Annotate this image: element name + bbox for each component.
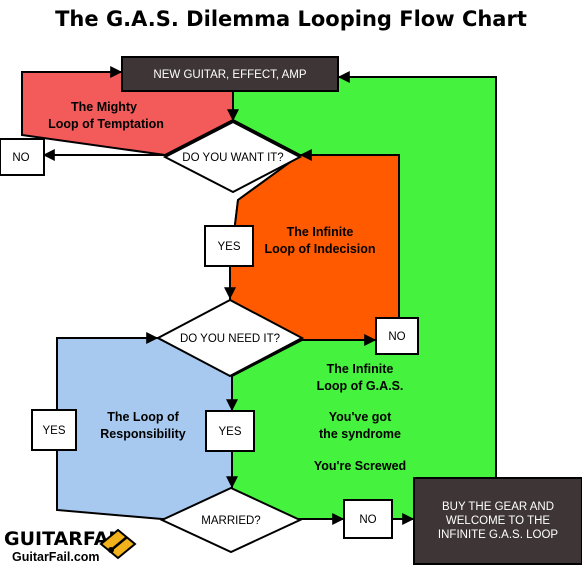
page-title: The G.A.S. Dilemma Looping Flow Chart [55,7,527,31]
want-decision-label: DO YOU WANT IT? [182,152,283,164]
responsibility-label-2: Responsibility [100,427,185,441]
married-decision [159,486,303,554]
gas-label-5: You're Screwed [314,459,406,473]
gas-label-3: You've got [329,410,392,424]
need-decision [155,298,305,378]
yes-box-left-label: YES [42,425,65,437]
temptation-label-2: Loop of Temptation [48,117,164,131]
start-box-label: NEW GUITAR, EFFECT, AMP [153,69,306,81]
no-box-married [343,499,393,539]
no-box-want-label: NO [12,152,29,164]
gas-label-1: The Infinite [327,362,394,376]
temptation-label-1: The Mighty [71,100,137,114]
married-decision-label: MARRIED? [201,515,260,527]
end-box-line1: BUY THE GEAR AND [442,501,554,513]
yes-box-left [31,409,77,451]
indecision-label-1: The Infinite [287,225,354,239]
yes-box-need-label: YES [218,426,241,438]
no-box-want [0,138,45,176]
guitar-logo-icon [99,528,137,560]
brand-url: GuitarFail.com [12,550,100,564]
yes-box-want [204,225,254,267]
no-box-need [375,317,419,355]
responsibility-label-1: The Loop of [107,410,179,424]
brand-name: GUITARFAIL [4,528,128,550]
need-decision-label: DO YOU NEED IT? [180,333,280,345]
yes-box-want-label: YES [217,241,240,253]
no-box-need-label: NO [388,331,405,343]
gas-label-2: Loop of G.A.S. [317,379,404,393]
end-box-line3: INFINITE G.A.S. LOOP [438,529,558,541]
indecision-label-2: Loop of Indecision [264,242,375,256]
end-box [413,477,582,565]
gas-label-4: the syndrome [319,427,401,441]
want-decision [162,120,303,194]
yes-box-need [205,410,255,452]
no-box-married-label: NO [359,514,376,526]
end-box-line2: WELCOME TO THE [446,515,550,527]
start-box [121,56,339,92]
